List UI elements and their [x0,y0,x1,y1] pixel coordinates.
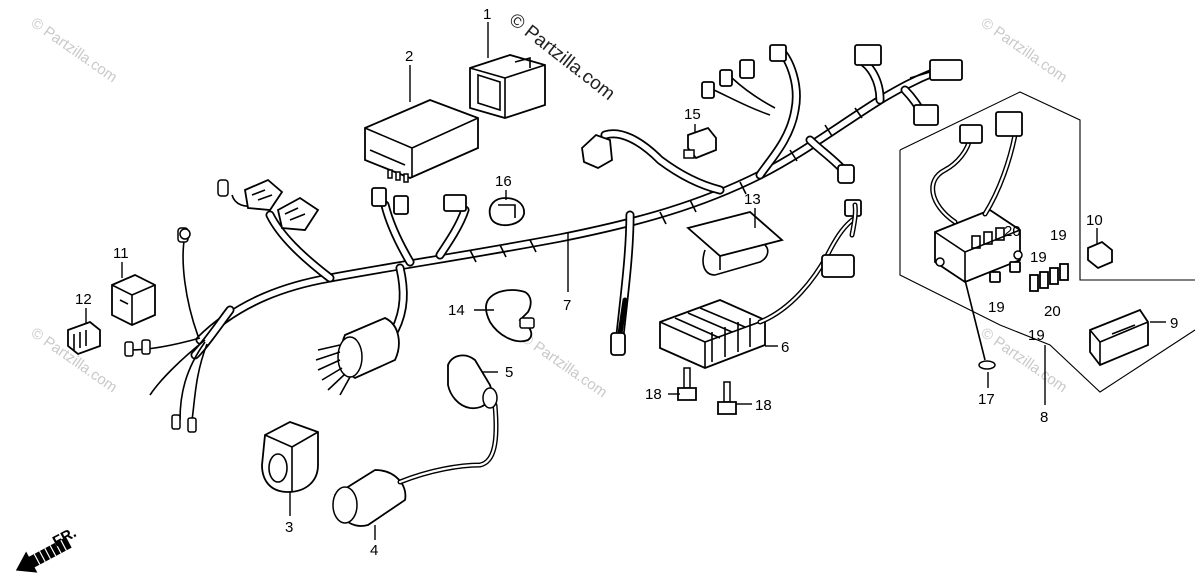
part-4-ignition-coil [332,402,499,527]
part-2-control-unit [364,99,479,183]
callout-numbers: 1 2 3 4 5 6 7 8 9 10 11 12 13 14 15 16 1… [75,6,1178,559]
callout-19c: 19 [1050,227,1067,244]
part-15-connector [683,126,717,160]
part-8-group-outline [899,91,1196,393]
arrow-down-left-icon [15,537,72,573]
callout-20a: 20 [1004,223,1021,240]
callout-18b: 18 [755,397,772,414]
watermark: © Partzilla.com [28,14,121,86]
part-1-coupler [469,54,546,119]
part-10-fuse [1087,240,1113,270]
callout-12: 12 [75,291,92,308]
callout-18a: 18 [645,386,662,403]
callout-20b: 20 [1044,303,1061,320]
callout-11: 11 [113,245,129,262]
callout-7: 7 [563,297,571,314]
callout-2: 2 [405,48,413,65]
callout-1: 1 [483,6,491,23]
left-wire-leads [124,179,256,433]
watermark: © Partzilla.com [518,329,611,401]
part-12-connector [67,320,101,356]
part-7-terminal [610,297,628,356]
callout-19d: 19 [1028,327,1045,344]
harness-connectors [243,44,963,231]
part-19-20-fuses [989,261,1069,292]
callout-19a: 19 [988,299,1005,316]
ignition-switch-connector [315,317,400,396]
callout-16: 16 [495,173,512,190]
callout-14: 14 [448,302,465,319]
part-17-screw [964,279,996,370]
part-6-regulator [659,199,862,369]
leader-lines [85,22,1166,540]
part-18-bolts [677,367,737,415]
callout-10: 10 [1086,212,1103,229]
callout-19b: 19 [1030,249,1047,266]
callout-15: 15 [684,106,701,123]
callout-3: 3 [285,519,293,536]
part-11-relay [111,274,156,326]
callout-6: 6 [781,339,789,356]
watermark: © Partzilla.com [978,14,1071,86]
part-16-clamp [488,197,525,227]
callout-17: 17 [978,391,995,408]
callout-9: 9 [1170,315,1178,332]
direction-arrow: FR. [15,524,79,573]
part-8-fuse-box [930,111,1023,284]
part-14-band [485,289,535,343]
part-3-cover [261,421,319,493]
callout-4: 4 [370,542,378,559]
part-13-bracket [686,211,784,276]
callout-8: 8 [1040,409,1048,426]
part-5-plug-cap [447,354,498,410]
callout-5: 5 [505,364,513,381]
part-9-cover [1089,308,1149,367]
callout-13: 13 [744,191,761,208]
